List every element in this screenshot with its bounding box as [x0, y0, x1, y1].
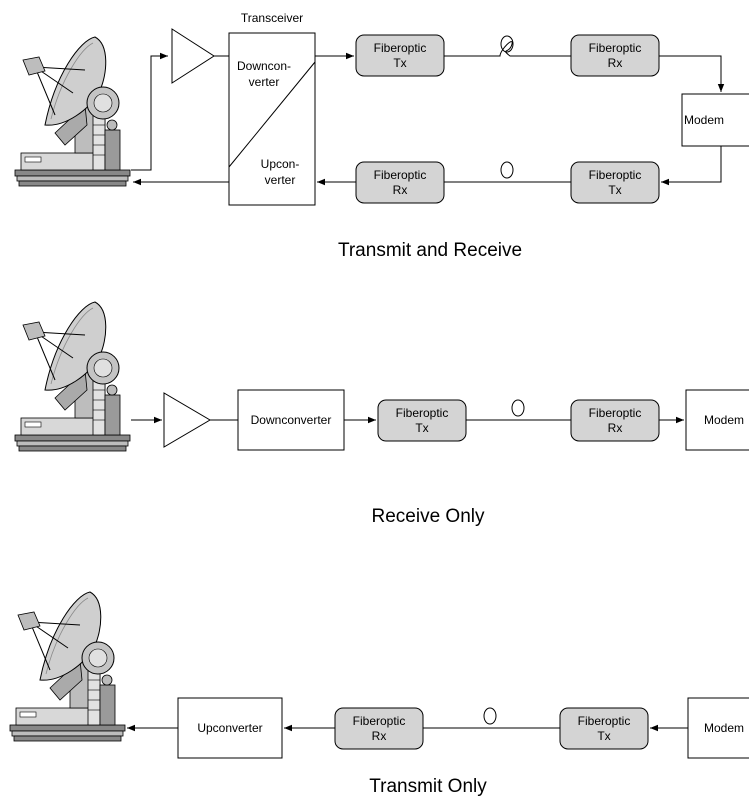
fiberoptic-tx-label: Fiberoptic [578, 714, 631, 728]
fiberoptic-tx-label: Fiberoptic [396, 406, 449, 420]
fiber-loop-top [444, 41, 571, 57]
modem-label: Modem [704, 721, 744, 735]
section-transmit-receive: Transceiver Downcon- verter Upcon- verte… [14, 11, 749, 261]
modem-box [681, 93, 749, 147]
caption-transmit-only: Transmit Only [369, 776, 487, 797]
downconverter-label-line2: verter [249, 75, 280, 89]
fiberoptic-tx-box [559, 707, 649, 750]
modem-label: Modem [704, 413, 744, 427]
section-receive-only: Downconverter Fiberoptic Tx Fiberoptic R… [14, 301, 749, 527]
fiberoptic-rx-bottom-sublabel: Rx [393, 183, 408, 197]
upconverter-label-line2: verter [265, 173, 296, 187]
fiberoptic-rx-label: Fiberoptic [589, 406, 642, 420]
satellite-dish-icon [9, 591, 126, 742]
fiberoptic-tx-top-sublabel: Tx [393, 56, 406, 70]
fiberoptic-tx-bottom-sublabel: Tx [608, 183, 621, 197]
fiberoptic-tx-sublabel: Tx [415, 421, 428, 435]
caption-receive-only: Receive Only [372, 506, 485, 527]
downconverter-label-line1: Downcon- [237, 59, 291, 73]
fiber-coil-icon [500, 161, 514, 179]
modem-label: Modem [684, 113, 724, 127]
section-transmit-only: Upconverter Fiberoptic Rx Fiberoptic Tx … [9, 591, 749, 797]
fiberoptic-tx-top-label: Fiberoptic [374, 41, 427, 55]
fiberoptic-tx-bottom-label: Fiberoptic [589, 168, 642, 182]
fiberoptic-rx-label: Fiberoptic [353, 714, 406, 728]
transceiver-box [228, 32, 316, 206]
fiber-coil-icon [500, 35, 514, 53]
transceiver-label: Transceiver [241, 11, 303, 25]
transceiver-divider [228, 61, 316, 168]
downconverter-box [237, 389, 345, 451]
fiberoptic-rx-top-label: Fiberoptic [589, 41, 642, 55]
fiberoptic-rx-top-sublabel: Rx [608, 56, 623, 70]
satellite-dish-icon [14, 36, 131, 187]
modem-to-fo-tx-line [661, 146, 722, 186]
amplifier-icon [163, 392, 211, 448]
fiber-coil-icon [511, 399, 525, 417]
upconverter-label: Upconverter [197, 721, 262, 735]
modem-box [685, 389, 749, 451]
fiberoptic-rx-bottom-label: Fiberoptic [374, 168, 427, 182]
caption-transmit-receive: Transmit and Receive [338, 240, 522, 261]
dish-to-amplifier-line [131, 52, 168, 171]
upconverter-label-line1: Upcon- [261, 157, 300, 171]
fiber-coil-icon [483, 707, 497, 725]
amplifier-icon [171, 28, 215, 84]
downconverter-label: Downconverter [251, 413, 332, 427]
fiberoptic-tx-sublabel: Tx [597, 729, 610, 743]
fiberoptic-rx-sublabel: Rx [372, 729, 387, 743]
modem-box [687, 697, 749, 759]
satellite-dish-icon [14, 301, 131, 452]
upconverter-box [177, 697, 283, 759]
fiberoptic-rx-sublabel: Rx [608, 421, 623, 435]
fo-rx-to-modem-line [659, 55, 725, 92]
